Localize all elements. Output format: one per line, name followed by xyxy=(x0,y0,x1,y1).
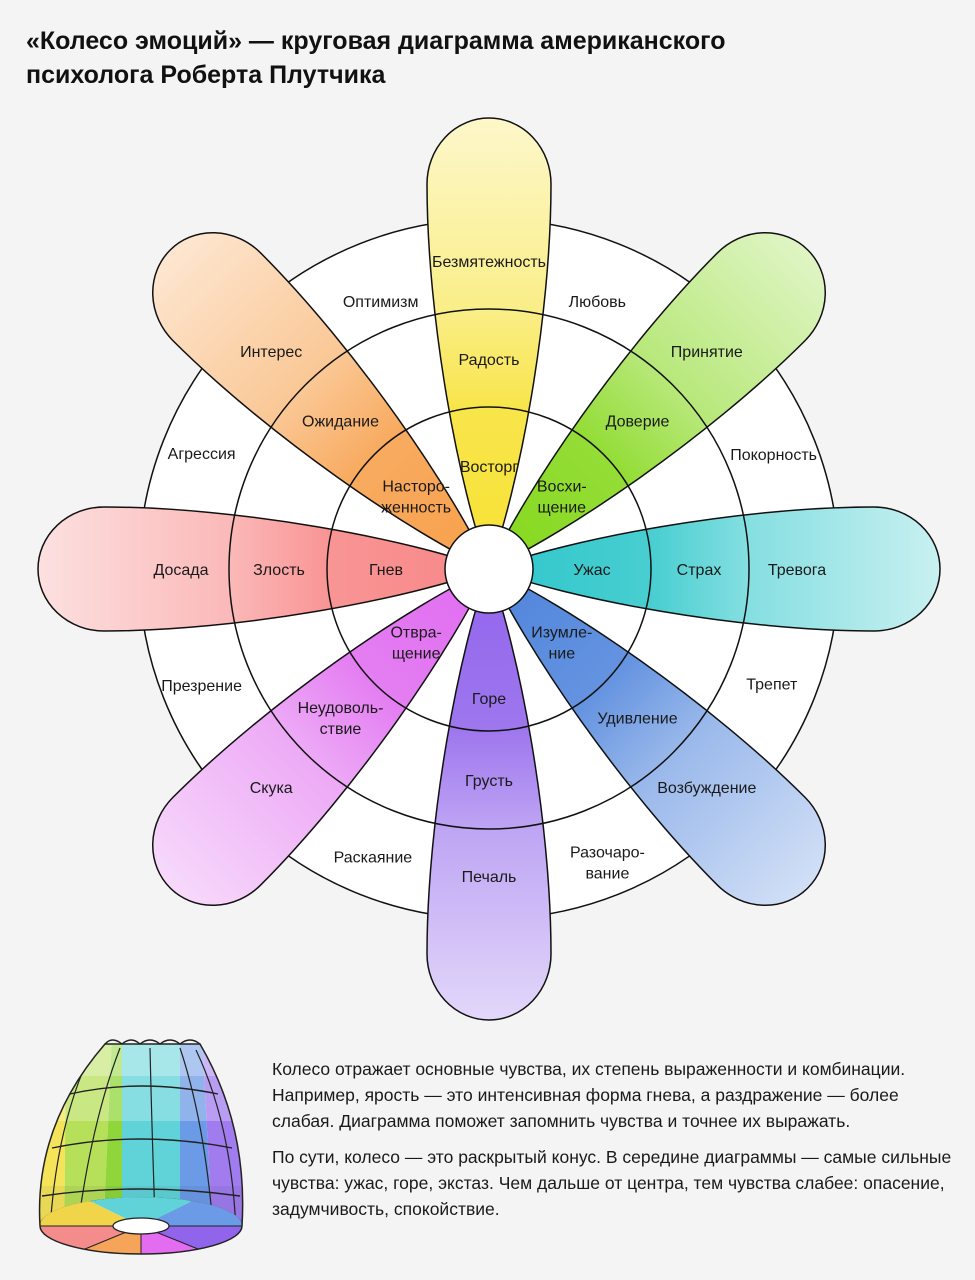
petal-label-middle-anger: Злость xyxy=(253,562,305,579)
ring-inner xyxy=(326,406,652,732)
emotion-wheel-diagram: ВосторгРадостьБезмятежностьВосхи-щениеДо… xyxy=(37,117,941,1021)
petal-label-outer-anger: Досада xyxy=(153,562,208,579)
petal-label-inner-anticipation: Насторо-женность xyxy=(381,479,451,517)
petal-anger xyxy=(37,506,492,632)
petal-label-inner-fear: Ужас xyxy=(573,562,610,579)
petal-label-inner-sadness: Горе xyxy=(472,691,506,708)
petal-label-outer-joy: Безмятежность xyxy=(432,254,546,271)
cone-center-hole xyxy=(112,1217,170,1235)
petal-shape-anger xyxy=(37,506,492,632)
petal-disgust xyxy=(151,567,491,907)
petal-label-middle-disgust: Неудоволь-ствие xyxy=(298,700,384,738)
combination-label-0: Оптимизм xyxy=(343,294,419,311)
petal-surprise xyxy=(487,567,827,907)
petal-label-inner-surprise: Изумле-ние xyxy=(531,624,592,662)
petal-label-middle-surprise: Удивление xyxy=(597,711,677,728)
petal-label-inner-trust: Восхи-щение xyxy=(537,479,587,517)
petal-label-inner-disgust: Отвра-щение xyxy=(390,624,441,662)
petal-sadness xyxy=(426,566,552,1021)
petal-shape-anticipation xyxy=(151,231,491,571)
petal-label-outer-anticipation: Интерес xyxy=(240,344,302,361)
petal-label-middle-fear: Страх xyxy=(677,562,722,579)
petal-label-middle-joy: Радость xyxy=(459,352,520,369)
cone-base-back-right xyxy=(141,1201,243,1226)
petal-shape-disgust xyxy=(151,567,491,907)
combination-label-6: Презрение xyxy=(161,678,242,695)
petal-label-middle-trust: Доверие xyxy=(606,414,670,431)
petal-label-inner-anger: Гнев xyxy=(369,562,403,579)
cone-base-back-mid xyxy=(90,1197,192,1226)
petal-shape-sadness xyxy=(426,566,552,1021)
ring-middle xyxy=(228,308,750,830)
combination-label-5: Раскаяние xyxy=(334,849,413,866)
cone-base-red xyxy=(40,1226,141,1249)
title-line-2: психолога Роберта Плутчика xyxy=(26,61,386,89)
description-paragraph-1: Колесо отражает основные чувства, их сте… xyxy=(272,1059,906,1131)
petal-shape-trust xyxy=(487,231,827,571)
petal-label-outer-trust: Принятие xyxy=(671,344,743,361)
cone-top-scallops xyxy=(104,1039,201,1045)
petal-shape-joy xyxy=(426,117,552,572)
petal-fear xyxy=(486,506,941,632)
petal-label-outer-disgust: Скука xyxy=(250,780,293,797)
petals-layer xyxy=(37,117,941,1021)
cone-base-back-left xyxy=(39,1201,141,1226)
wheel-center-hole xyxy=(444,524,534,614)
petal-label-middle-anticipation: Ожидание xyxy=(302,414,379,431)
title-line-1: «Колесо эмоций» — круговая диаграмма аме… xyxy=(26,27,726,55)
cone-illustration xyxy=(38,1039,244,1255)
petal-anticipation xyxy=(151,231,491,571)
petal-label-inner-joy: Восторг xyxy=(460,459,519,476)
description: Колесо отражает основные чувства, их сте… xyxy=(272,1056,952,1232)
petal-label-outer-fear: Тревога xyxy=(768,562,826,579)
petal-shape-fear xyxy=(486,506,941,632)
description-paragraph-2: По сути, колесо — это раскрытый конус. В… xyxy=(272,1147,952,1219)
combination-label-3: Трепет xyxy=(746,676,798,693)
petal-shape-surprise xyxy=(487,567,827,907)
combination-label-1: Любовь xyxy=(569,294,626,311)
petal-joy xyxy=(426,117,552,572)
combination-label-2: Покорность xyxy=(730,447,817,464)
petal-label-outer-surprise: Возбуждение xyxy=(657,780,756,797)
page-title: «Колесо эмоций» — круговая диаграмма аме… xyxy=(26,24,926,92)
petal-trust xyxy=(487,231,827,571)
rings-layer xyxy=(228,308,750,830)
combination-label-4: Разочаро-вание xyxy=(570,845,645,883)
cone-base-purple xyxy=(141,1226,242,1249)
petal-label-middle-sadness: Грусть xyxy=(465,773,513,790)
combination-label-7: Агрессия xyxy=(168,446,236,463)
labels-layer: ВосторгРадостьБезмятежностьВосхи-щениеДо… xyxy=(153,254,826,886)
petal-label-outer-sadness: Печаль xyxy=(462,869,517,886)
